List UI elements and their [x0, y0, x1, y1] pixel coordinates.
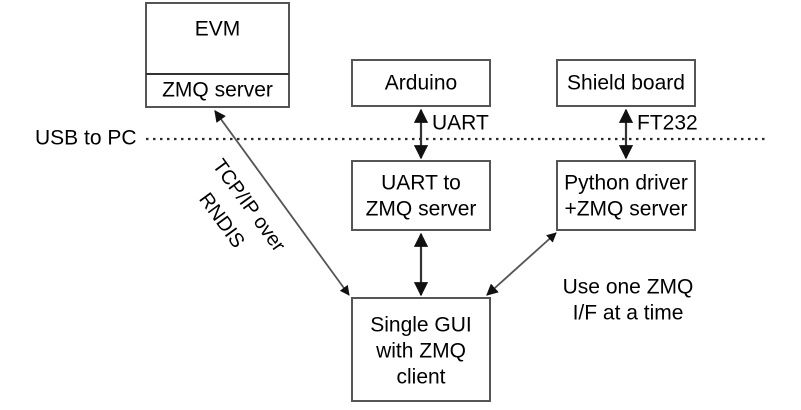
- node-shield-board[interactable]: Shield board: [556, 59, 696, 107]
- uart-to-zmq-label-line2: ZMQ server: [366, 198, 477, 221]
- single-gui-label-line3: client: [396, 366, 445, 389]
- tcpip-rndis-arrow: [214, 110, 350, 296]
- node-python-driver[interactable]: Python driver +ZMQ server: [556, 160, 696, 231]
- node-single-gui[interactable]: Single GUI with ZMQ client: [351, 297, 491, 402]
- edge-shield-python-driver: FT232: [618, 108, 698, 160]
- python-driver-label-line2: +ZMQ server: [564, 198, 687, 221]
- single-gui-box-outline: [351, 297, 491, 402]
- uart-to-zmq-box-outline: [351, 160, 491, 231]
- shield-board-label: Shield board: [567, 72, 685, 95]
- evm-box-outline: [145, 2, 290, 108]
- arduino-box-outline: [351, 59, 491, 107]
- zmq-note-line1: Use one ZMQ: [563, 276, 694, 299]
- single-gui-label-line2: with ZMQ: [375, 340, 466, 363]
- ft232-edge-label: FT232: [637, 112, 698, 135]
- edge-python-driver-single-gui: [486, 232, 557, 296]
- python-driver-to-gui-arrow: [486, 232, 557, 296]
- usb-to-pc-label: USB to PC: [35, 127, 137, 150]
- evm-zmq-server-label: ZMQ server: [162, 79, 273, 102]
- edge-arduino-uart-zmq: UART: [413, 108, 489, 160]
- note-zmq-interface: Use one ZMQ I/F at a time: [563, 276, 694, 325]
- node-arduino[interactable]: Arduino: [351, 59, 491, 107]
- node-uart-to-zmq-server[interactable]: UART to ZMQ server: [351, 160, 491, 231]
- evm-title-label: EVM: [195, 18, 241, 41]
- usb-to-pc-boundary: USB to PC: [35, 127, 766, 150]
- arduino-label: Arduino: [385, 72, 457, 95]
- single-gui-label-line1: Single GUI: [370, 314, 472, 337]
- uart-to-zmq-label-line1: UART to: [381, 172, 461, 195]
- zmq-note-line2: I/F at a time: [573, 302, 684, 325]
- node-evm[interactable]: EVM ZMQ server: [145, 2, 290, 108]
- uart-edge-label: UART: [432, 112, 489, 135]
- python-driver-label-line1: Python driver: [564, 172, 688, 195]
- shield-board-box-outline: [556, 59, 696, 107]
- python-driver-box-outline: [556, 160, 696, 231]
